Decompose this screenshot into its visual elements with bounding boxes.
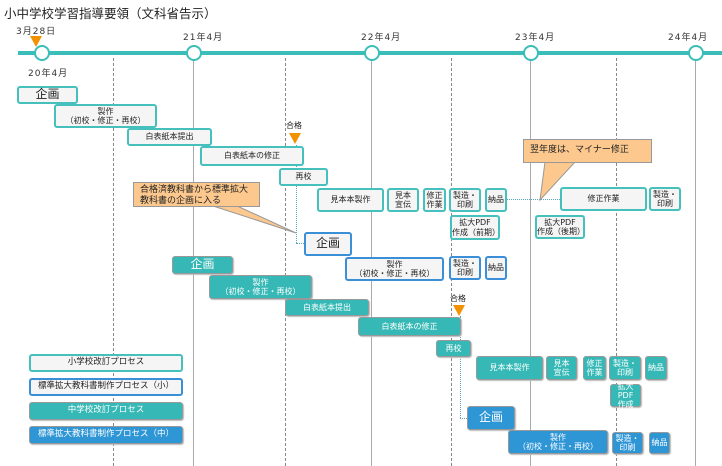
mid-plan: 企画 [172,256,233,274]
mid-submit: 白表紙本提出 [285,299,369,316]
connector-line [296,145,297,243]
mid-enl-plan: 企画 [467,406,515,430]
connector-line [296,243,304,244]
connector-line [460,316,461,418]
mid-pdf: 拡大PDF 作成 [610,382,641,409]
elem-plan: 企画 [17,86,78,104]
elem-enl-deliver: 納品 [485,256,507,280]
callout-minor-revision: 翌年度は、マイナー修正 [523,139,652,163]
year-label: 23年4月 [515,33,556,43]
elem-pdf-early: 拡大PDF 作成（前期） [450,215,500,240]
elem-print-2: 製造・ 印刷 [649,187,681,211]
year-label: 22年4月 [361,33,402,43]
mid-print: 製造・ 印刷 [609,356,641,380]
elem-pdf-late: 拡大PDF 作成（後期） [535,215,585,239]
mid-deliver: 納品 [645,356,667,380]
mid-sample: 見本本製作 [476,356,543,380]
start-date-label: 3月28日 [16,27,57,37]
year-label: 21年4月 [183,33,224,43]
year-line [530,58,531,466]
elem-enl-production: 製作 （初校・修正・再校） [345,257,444,281]
mid-enl-deliver: 納品 [649,432,670,454]
elem-reproof: 再校 [279,168,328,186]
timeline-node [186,45,202,61]
connector-line [460,418,467,419]
elem-promo: 見本 宣伝 [387,188,419,212]
diagram-title: 小中学校学習指導要領（文科省告示） [4,6,217,21]
mid-production: 製作 （初校・修正・再校） [209,275,312,299]
half-year-line [616,58,617,466]
mid-enl-production: 製作 （初校・修正・再校） [508,430,608,454]
elem-deliver: 納品 [485,188,507,212]
pass-label: 合格 [286,121,302,130]
mid-fix: 修正 作業 [583,356,606,380]
elem-enl-plan: 企画 [304,232,352,256]
elem-sample: 見本本製作 [317,188,384,212]
elem-revise: 白表紙本の修正 [200,146,304,166]
legend-middle-enlarged: 標準拡大教科書制作プロセス（中） [29,426,183,444]
elem-enl-print: 製造・ 印刷 [449,256,481,280]
callout-enlarged-start: 合格済教科書から標準拡大教科書の企画に入る [133,182,260,207]
mid-revise: 白表紙本の修正 [358,317,461,336]
pass-marker-icon [289,133,301,144]
year-line [695,58,696,466]
legend-elementary-enlarged: 標準拡大教科書制作プロセス（小） [29,378,183,396]
legend-elementary: 小学校改訂プロセス [29,354,183,372]
mid-enl-print: 製造・ 印刷 [612,432,643,454]
elem-submit: 白表紙本提出 [127,128,212,146]
mid-reproof: 再校 [436,340,471,357]
legend-middle: 中学校改訂プロセス [29,402,183,420]
start-marker-icon [30,36,42,47]
mid-promo: 見本 宣伝 [546,356,577,380]
pass-label: 合格 [450,294,466,303]
half-year-line [285,58,286,466]
elem-fix: 修正 作業 [423,188,446,212]
year-label: 20年4月 [28,69,69,79]
pass-marker-icon [453,305,465,316]
connector-line [507,199,560,200]
elem-production: 製作 （初校・修正・再校） [54,104,157,128]
elem-print: 製造・ 印刷 [449,188,481,212]
timeline-node [34,45,50,61]
timeline-node [364,45,380,61]
timeline-node [688,45,704,61]
timeline-node [523,45,539,61]
callout-tail [209,204,297,234]
half-year-line [113,58,114,466]
year-label: 24年4月 [668,33,709,43]
elem-fix-work: 修正作業 [560,187,647,211]
callout-tail [539,161,577,202]
